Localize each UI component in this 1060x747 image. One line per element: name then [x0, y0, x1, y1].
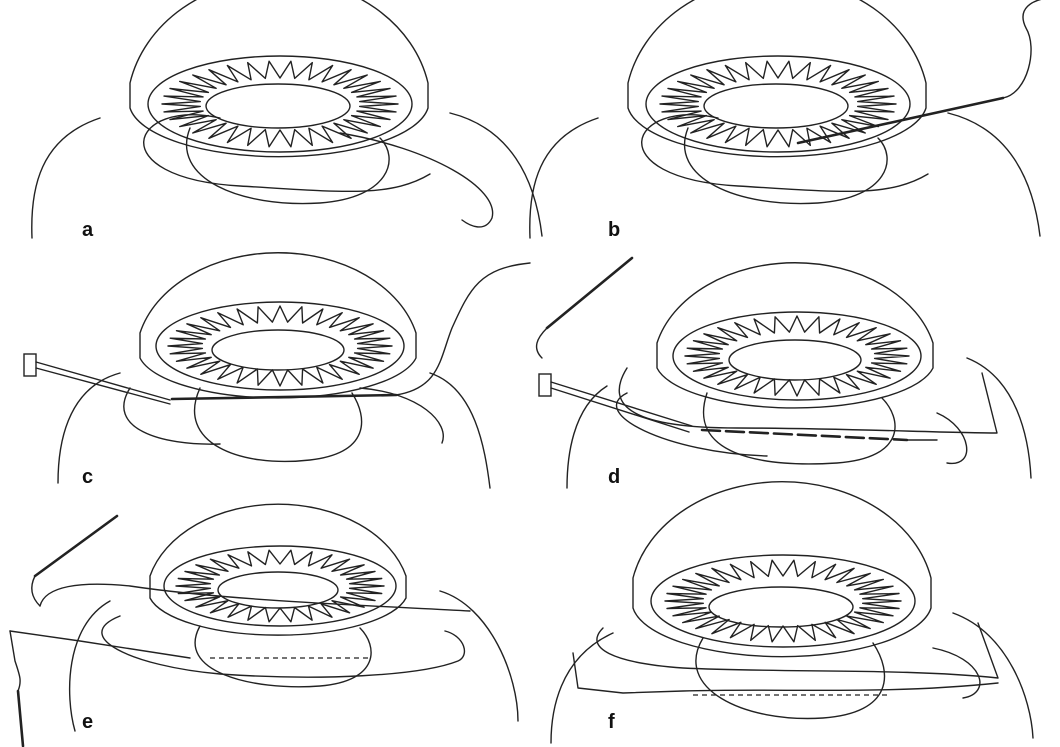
- panel-a: a: [32, 0, 542, 241]
- panel-b: b: [530, 0, 1048, 241]
- panel-b-label: b: [608, 219, 620, 241]
- panel-c-label: c: [82, 466, 93, 488]
- panel-f-label: f: [608, 711, 615, 733]
- panel-a-label: a: [82, 219, 94, 241]
- panel-f-eye-drawing: [551, 482, 1033, 743]
- panel-d: d: [537, 258, 1031, 488]
- panel-d-label: d: [608, 466, 620, 488]
- panel-e: e: [10, 504, 518, 746]
- panel-b-eye-drawing: [530, 0, 1048, 238]
- panel-c-eye-drawing: [24, 253, 530, 488]
- panel-c: c: [24, 253, 530, 488]
- panel-e-label: e: [82, 711, 93, 733]
- panel-f: f: [551, 482, 1033, 743]
- panel-a-eye-drawing: [32, 0, 542, 238]
- panel-e-eye-drawing: [10, 504, 518, 746]
- panel-d-eye-drawing: [537, 258, 1031, 488]
